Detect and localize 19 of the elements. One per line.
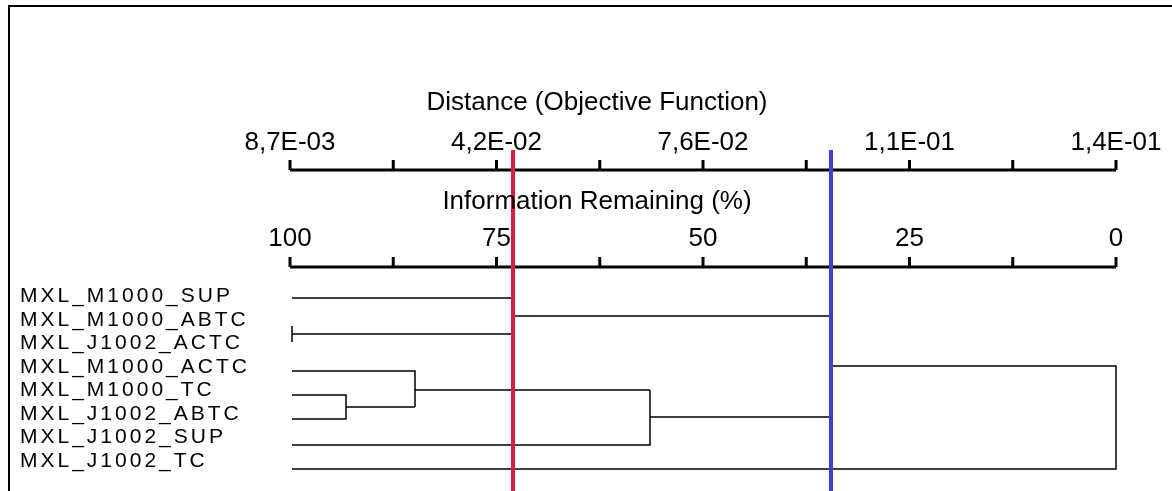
leaf-label: MXL_J1002_ABTC	[20, 400, 242, 424]
tick-label: 50	[688, 224, 718, 250]
axis-title: Distance (Objective Function)	[426, 88, 768, 114]
tick-label: 75	[482, 224, 511, 250]
leaf-label: MXL_M1000_ABTC	[20, 306, 249, 330]
tick-label: 1,1E-01	[863, 128, 956, 154]
tick-label: 1,4E-01	[1070, 128, 1162, 154]
tick-label: 100	[268, 224, 312, 250]
leaf-label: MXL_J1002_TC	[20, 447, 208, 471]
tick-label: 8,7E-03	[244, 128, 336, 154]
tick-label: 4,2E-02	[450, 128, 543, 154]
tick-label: 0	[1108, 224, 1124, 250]
leaf-label: MXL_M1000_SUP	[20, 283, 233, 307]
tick-label: 25	[895, 224, 924, 250]
leaf-label: MXL_J1002_SUP	[20, 424, 226, 448]
leaf-label: MXL_M1000_ACTC	[20, 353, 250, 377]
tick-label: 7,6E-02	[657, 128, 749, 154]
leaf-label: MXL_M1000_TC	[20, 377, 215, 401]
leaf-label: MXL_J1002_ACTC	[20, 330, 243, 354]
